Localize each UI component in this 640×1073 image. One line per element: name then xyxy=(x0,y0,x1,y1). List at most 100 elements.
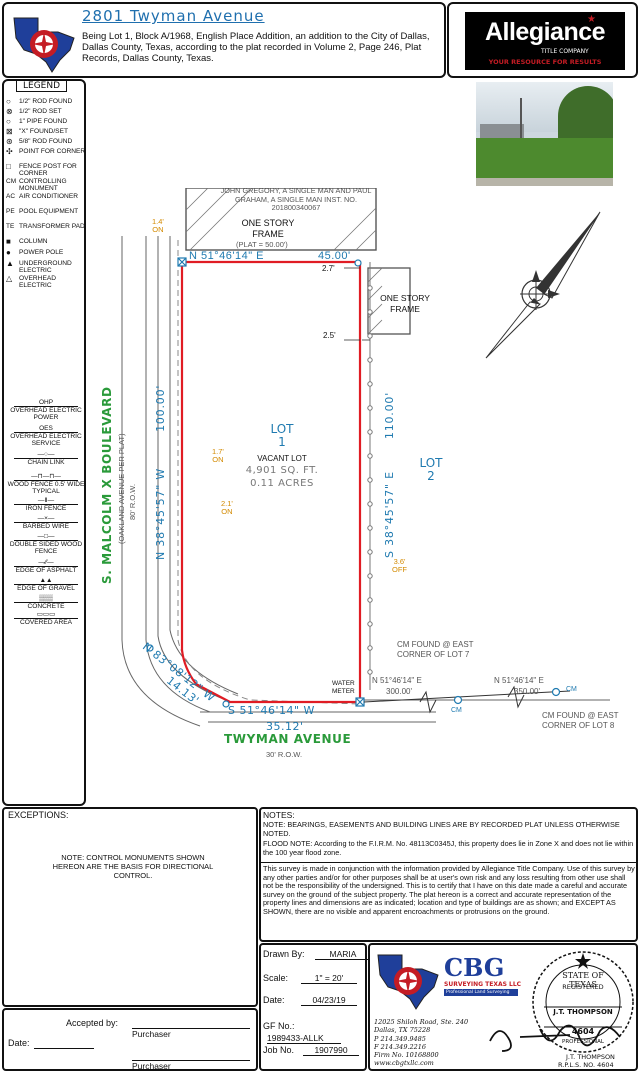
survey-tie-line xyxy=(363,685,571,714)
surveyor-logo-texas-icon xyxy=(13,17,75,73)
legend-item-label: "X" FOUND/SET xyxy=(19,128,69,135)
drawn-field-value: 1907990 xyxy=(303,1045,359,1056)
offset-2-1-sub: ON xyxy=(221,507,233,516)
top-bearing: N 51°46'14" E xyxy=(189,250,265,262)
street-south-name: TWYMAN AVENUE xyxy=(224,732,352,746)
legal-description: Being Lot 1, Block A/1968, English Place… xyxy=(82,31,430,64)
offset-2-7: 2.7' xyxy=(322,264,335,273)
brand-star-icon: ★ xyxy=(587,14,596,25)
purchaser-line-2[interactable] xyxy=(132,1060,250,1061)
legend-line-item: ▲▲EDGE OF GRAVEL xyxy=(6,577,86,592)
lot-2-number: 2 xyxy=(427,469,435,483)
overhead-power-line xyxy=(177,240,361,705)
legend-symbol-icon: AC xyxy=(6,193,16,200)
drawn-field-label: Date: xyxy=(263,995,285,1005)
legend-title: LEGEND xyxy=(16,80,68,92)
trees xyxy=(558,86,613,144)
water-meter-label: WATER METER xyxy=(332,680,355,695)
header-panel: 2801 Twyman Avenue Being Lot 1, Block A/… xyxy=(2,2,446,78)
accepted-by-label: Accepted by: xyxy=(66,1018,119,1028)
property-title: 2801 Twyman Avenue xyxy=(82,7,265,25)
firm-number: Firm No. 10168800 xyxy=(374,1051,439,1060)
legend-line-label: WOOD FENCE 0.5' WIDE TYPICAL xyxy=(7,481,85,496)
drawn-field-value: 1989433-ALLK xyxy=(267,1033,341,1044)
accepted-by-line[interactable] xyxy=(132,1028,250,1029)
street-south-row: 30' R.O.W. xyxy=(266,750,303,759)
legend-item-label: FENCE POST FOR CORNER xyxy=(19,163,77,178)
fence-posts xyxy=(367,285,373,675)
legend-line-label: OVERHEAD ELECTRIC SERVICE xyxy=(10,433,82,448)
legend-item-label: POINT FOR CORNER xyxy=(19,148,86,155)
drawn-field-value: 1" = 20' xyxy=(301,973,357,984)
legend-item-label: POOL EQUIPMENT xyxy=(19,208,79,215)
drawn-field-label: Drawn By: xyxy=(263,949,305,959)
legend-line-item: —□—DOUBLE SIDED WOOD FENCE xyxy=(6,533,86,555)
legend-symbol-icon: ⊛ xyxy=(6,137,13,146)
west-bearing: N 38°45'57" W xyxy=(154,467,167,560)
vacant-lot: VACANT LOT xyxy=(257,454,307,463)
corner-markers xyxy=(146,257,365,708)
south-distance: 35.12' xyxy=(266,720,304,733)
offset-3-6: 3.6'OFF xyxy=(392,558,407,574)
seal-bottom-text: PROFESSIONAL xyxy=(562,1039,604,1045)
legend-symbol-icon: △ xyxy=(6,274,13,283)
legend-symbol-icon: TE xyxy=(6,223,15,230)
legend-line-item: —○—CHAIN LINK xyxy=(6,451,86,466)
legend-line-symbol-icon: —Ⅱ— xyxy=(14,497,78,505)
legend-line-label: IRON FENCE xyxy=(25,505,67,512)
legend-line-symbol-icon: OHP xyxy=(14,399,78,407)
seal-name: J.T. THOMPSON xyxy=(553,1008,613,1016)
drawn-field-label: GF No.: xyxy=(263,1021,295,1031)
fence-post-icon xyxy=(367,285,373,291)
offset-3-6-value: 3.6' xyxy=(393,557,406,566)
fence-post-icon xyxy=(367,309,373,315)
date-line[interactable] xyxy=(34,1048,94,1049)
lot-2-word: LOT xyxy=(419,456,443,470)
legend-line-label: CHAIN LINK xyxy=(27,459,65,466)
brand-sub: TITLE COMPANY xyxy=(541,48,589,55)
exceptions-heading: EXCEPTIONS: xyxy=(8,810,69,820)
brand-tagline: YOUR RESOURCE FOR RESULTS xyxy=(488,58,602,66)
neighbor-owner: JOHN GREGORY, A SINGLE MAN AND PAUL GRAH… xyxy=(220,186,372,213)
fence-post-icon xyxy=(367,477,373,483)
surveyor-panel: CBG SURVEYING TEXAS LLC Professional Lan… xyxy=(368,943,638,1071)
drawn-field-value: 04/23/19 xyxy=(301,995,357,1006)
purchaser-label-2: Purchaser xyxy=(132,1061,171,1071)
legend-symbol-icon: □ xyxy=(6,162,11,171)
east-line-label: S 38°45'57" E110.00' xyxy=(383,368,397,558)
legend-line-symbol-icon: —□— xyxy=(14,533,78,541)
street-west-name: S. MALCOLM X BOULEVARD xyxy=(100,386,114,584)
legend-item-label: 1/2" ROD SET xyxy=(19,108,62,115)
legend-line-item: ▭▭▭COVERED AREA xyxy=(6,611,86,626)
phone: P 214.349.9485 xyxy=(374,1034,426,1043)
legend-line-label: OVERHEAD ELECTRIC POWER xyxy=(10,407,82,422)
cbg-subtitle: SURVEYING TEXAS LLC xyxy=(444,981,522,988)
date-label: Date: xyxy=(8,1038,30,1048)
legend-symbol-icon: ● xyxy=(6,248,11,257)
building-hatch xyxy=(185,188,377,251)
east-distance: 110.00' xyxy=(383,391,396,440)
one-story-frame-east xyxy=(367,267,411,335)
legend-item-label: AIR CONDITIONER xyxy=(19,193,78,200)
fence-post-icon xyxy=(367,597,373,603)
offset-2-5: 2.5' xyxy=(323,331,336,340)
allegiance-logo: Allegiance ★ TITLE COMPANY YOUR RESOURCE… xyxy=(465,12,625,70)
legend-line-label: CONCRETE xyxy=(27,603,65,610)
area-sqft: 4,901 SQ. FT. xyxy=(245,465,319,476)
seal-top-text: STATE OF TEXAS xyxy=(562,971,604,989)
legend-symbol-icon: ■ xyxy=(6,237,11,246)
legend-line-label: DOUBLE SIDED WOOD FENCE xyxy=(9,541,83,556)
notes-panel: NOTES: NOTE: BEARINGS, EASEMENTS AND BUI… xyxy=(259,807,638,942)
website[interactable]: www.cbgtxllc.com xyxy=(374,1059,434,1068)
fence-post-icon xyxy=(367,333,373,339)
south-bearing: S 51°46'14" W xyxy=(228,704,315,717)
fence-post-icon xyxy=(367,525,373,531)
pole xyxy=(520,98,522,142)
exceptions-text: NOTE: CONTROL MONUMENTS SHOWN HEREON ARE… xyxy=(52,853,214,880)
note-bearings: NOTE: BEARINGS, EASEMENTS AND BUILDING L… xyxy=(263,820,620,838)
fence-post-icon xyxy=(367,357,373,363)
legend-item-label: COLUMN xyxy=(19,238,48,245)
acceptance-panel: Accepted by: Purchaser Date: Purchaser xyxy=(2,1008,258,1071)
